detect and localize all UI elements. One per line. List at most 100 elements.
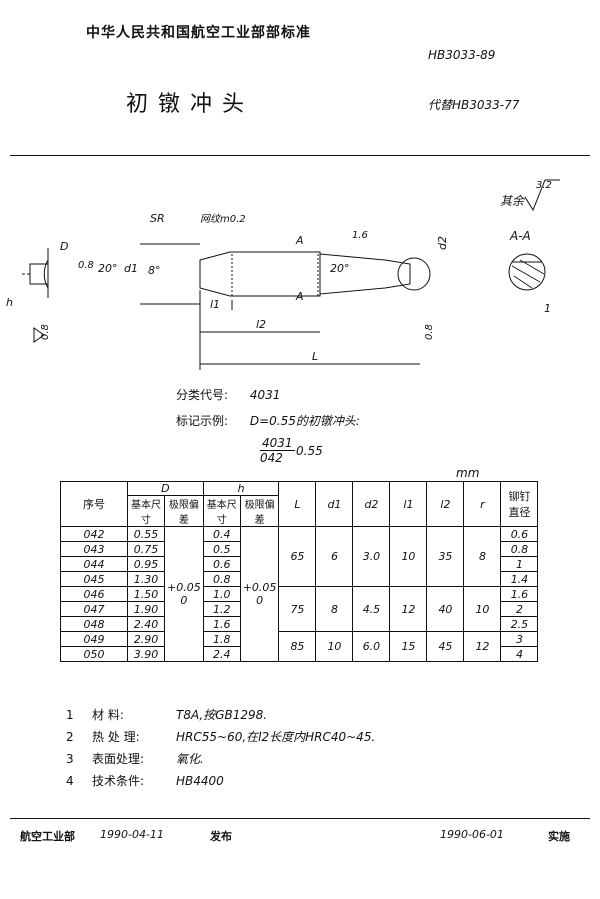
standard-organization: 中华人民共和国航空工业部部标准 xyxy=(86,25,311,41)
table-cell: 0.8 xyxy=(500,541,539,557)
table-cell: 1.50 xyxy=(127,586,165,602)
req-number: 1 xyxy=(66,708,74,722)
th-h-dev: 极限偏差 xyxy=(239,495,280,527)
req-value: 氧化. xyxy=(176,752,204,766)
th-h-base: 基本尺寸 xyxy=(202,495,241,527)
requirement-item: 3 表面处理: 氧化. xyxy=(66,750,375,772)
table-cell: 045 xyxy=(60,571,128,587)
th-D: D xyxy=(127,481,204,496)
requirement-item: 1 材 料: T8A,按GB1298. xyxy=(66,706,375,728)
req-key: 材 料: xyxy=(92,708,124,722)
table-cell: 75 xyxy=(278,586,317,632)
table-cell: 3 xyxy=(500,631,539,647)
footer-issue-date: 1990-04-11 xyxy=(100,828,164,841)
classification-value: 4031 xyxy=(249,388,281,402)
svg-text:0.8: 0.8 xyxy=(40,324,51,340)
th-l1: l1 xyxy=(389,481,428,527)
svg-text:A: A xyxy=(295,290,304,303)
roughness-rest-value: 3.2 xyxy=(536,180,552,191)
th-r: r xyxy=(463,481,502,527)
th-d2: d2 xyxy=(352,481,391,527)
table-cell: 10 xyxy=(315,631,354,662)
fraction-denominator: 042 xyxy=(260,451,283,465)
table-cell: 1.0 xyxy=(202,586,241,602)
table-cell: 0.75 xyxy=(127,541,165,557)
table-cell: 6 xyxy=(315,526,354,587)
table-cell: 0.6 xyxy=(500,526,539,542)
table-cell: 1.90 xyxy=(127,601,165,617)
table-cell: 0.95 xyxy=(127,556,165,572)
svg-text:8°: 8° xyxy=(148,264,161,277)
th-l2: l2 xyxy=(426,481,465,527)
req-key: 表面处理: xyxy=(92,752,145,766)
marking-label: 标记示例: xyxy=(176,414,229,428)
table-cell: 0.55 xyxy=(127,526,165,542)
th-L: L xyxy=(278,481,317,527)
table-cell: 047 xyxy=(60,601,128,617)
table-cell: 0.8 xyxy=(202,571,241,587)
table-cell: 1.8 xyxy=(202,631,241,647)
table-cell: 050 xyxy=(60,646,128,662)
svg-text:SR: SR xyxy=(150,212,165,225)
svg-text:20°: 20° xyxy=(98,262,118,275)
table-cell: 35 xyxy=(426,526,465,587)
svg-text:l2: l2 xyxy=(256,318,266,331)
th-h: h xyxy=(202,481,280,496)
table-cell: 45 xyxy=(426,631,465,662)
svg-text:d1: d1 xyxy=(124,262,138,275)
table-cell: 048 xyxy=(60,616,128,632)
classification-label: 分类代号: xyxy=(176,388,229,402)
table-cell: 40 xyxy=(426,586,465,632)
marking-fraction: 4031 042 xyxy=(260,436,295,465)
table-cell: 1 xyxy=(500,556,539,572)
table-cell: 044 xyxy=(60,556,128,572)
marking-text: D=0.55的初镦冲头: xyxy=(249,414,360,428)
req-number: 3 xyxy=(66,752,74,766)
table-cell: 1.6 xyxy=(500,586,539,602)
punch-drawing: 其余 3.2 D 0.8 20° h 0.8 d1 8° SR 网纹m0.2 A… xyxy=(6,179,560,370)
section-circle xyxy=(508,253,546,291)
footer-impl-date: 1990-06-01 xyxy=(440,828,504,841)
roughness-symbol xyxy=(524,179,560,212)
footer-issuer: 航空工业部 xyxy=(20,830,75,843)
section-label: A-A xyxy=(509,229,531,243)
roughness-rest-label: 其余 xyxy=(500,194,526,208)
head-arc xyxy=(43,259,49,289)
table-cell: 4 xyxy=(500,646,539,662)
req-number: 4 xyxy=(66,774,74,788)
table-cell: 2.4 xyxy=(202,646,241,662)
svg-text:1.6: 1.6 xyxy=(352,230,368,241)
table-cell: 2.5 xyxy=(500,616,539,632)
dimension-table: 序号 D h L d1 d2 l1 l2 r 铆钉直径 基本尺寸 极限偏差 基本… xyxy=(60,481,539,662)
th-d1: d1 xyxy=(315,481,354,527)
table-cell: 3.0 xyxy=(352,526,391,587)
table-cell: 043 xyxy=(60,541,128,557)
table-cell: 65 xyxy=(278,526,317,587)
req-value: HB4400 xyxy=(176,774,224,788)
table-cell: 10 xyxy=(389,526,428,587)
req-number: 2 xyxy=(66,730,74,744)
svg-text:h: h xyxy=(6,296,13,309)
table-cell: 12 xyxy=(463,631,502,662)
req-value: T8A,按GB1298. xyxy=(176,708,268,722)
knurled-zone xyxy=(231,251,319,297)
table-cell: 15 xyxy=(389,631,428,662)
table-cell: 85 xyxy=(278,631,317,662)
table-cell: 6.0 xyxy=(352,631,391,662)
table-cell: 8 xyxy=(463,526,502,587)
th-D-dev: 极限偏差 xyxy=(164,495,204,527)
svg-text:0.8: 0.8 xyxy=(78,260,94,271)
table-cell: 1.2 xyxy=(202,601,241,617)
footer-issue-word: 发布 xyxy=(210,830,232,843)
th-seq: 序号 xyxy=(60,481,128,527)
table-cell: 8 xyxy=(315,586,354,632)
svg-text:A: A xyxy=(295,234,304,247)
table-unit: mm xyxy=(456,466,480,480)
table-cell: +0.05 0 xyxy=(164,526,204,662)
table-cell: 4.5 xyxy=(352,586,391,632)
svg-text:l1: l1 xyxy=(210,298,220,311)
